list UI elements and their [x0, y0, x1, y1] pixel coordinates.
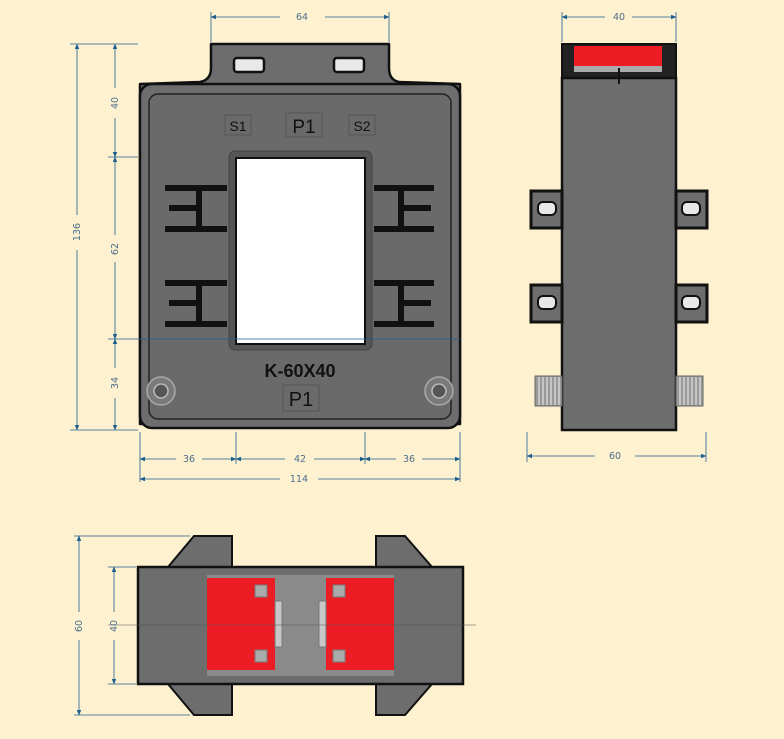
plan-clip-top-left — [165, 535, 233, 568]
side-terminal-red — [574, 46, 662, 66]
left-clip-upper — [165, 185, 227, 232]
side-right-clip-upper — [674, 189, 709, 230]
dim-top-width: 64 — [296, 12, 308, 23]
plan-terminal-left — [207, 578, 283, 670]
dim-side-top: 40 — [613, 12, 625, 23]
dim-side-width: 60 — [609, 451, 621, 462]
side-screw-left — [534, 375, 563, 407]
plan-clip-bottom-right — [375, 683, 435, 716]
dim-height-bottom: 34 — [110, 377, 121, 389]
side-right-clip-lower — [674, 283, 709, 324]
plan-terminal-right — [318, 578, 394, 670]
s2-box — [348, 114, 376, 136]
plan-clip-top-right — [375, 535, 435, 568]
dim-width-right: 36 — [403, 454, 415, 465]
p1-bottom-label: P1 — [289, 389, 313, 411]
s1-label: S1 — [229, 118, 246, 134]
dim-plan-outer: 60 — [74, 620, 85, 632]
plan-clip-bottom-left — [165, 683, 233, 716]
dim-height-total: 136 — [72, 223, 83, 241]
screw-hole-right — [424, 376, 454, 406]
dim-width-left: 36 — [183, 454, 195, 465]
side-body — [560, 76, 678, 432]
tab-slot-left — [232, 56, 266, 74]
dim-width-window: 42 — [294, 454, 306, 465]
side-dimensions — [526, 12, 707, 462]
plan-dimensions — [74, 535, 190, 716]
side-view — [529, 43, 709, 432]
dim-width-total: 114 — [290, 474, 308, 485]
s1-box — [224, 114, 252, 136]
dim-plan-inner: 40 — [109, 620, 120, 632]
right-clip-upper — [374, 185, 434, 232]
left-clip-lower — [165, 280, 227, 327]
p1-top-box — [285, 112, 323, 138]
p1-top-label: P1 — [292, 117, 315, 138]
side-left-clip-lower — [529, 283, 564, 324]
front-view: S1 P1 S2 — [138, 42, 462, 430]
model-label: K-60X40 — [264, 361, 335, 381]
primary-window — [235, 157, 366, 345]
plan-view — [108, 535, 476, 716]
p1-bottom-box — [282, 384, 320, 412]
front-dimensions — [70, 12, 461, 482]
screw-hole-left — [146, 376, 176, 406]
tab-slot-right — [332, 56, 366, 74]
side-screw-right — [675, 375, 704, 407]
s2-label: S2 — [353, 118, 370, 134]
dim-height-window: 62 — [110, 243, 121, 255]
dim-height-top: 40 — [110, 97, 121, 109]
right-clip-lower — [374, 280, 434, 327]
side-left-clip-upper — [529, 189, 564, 230]
